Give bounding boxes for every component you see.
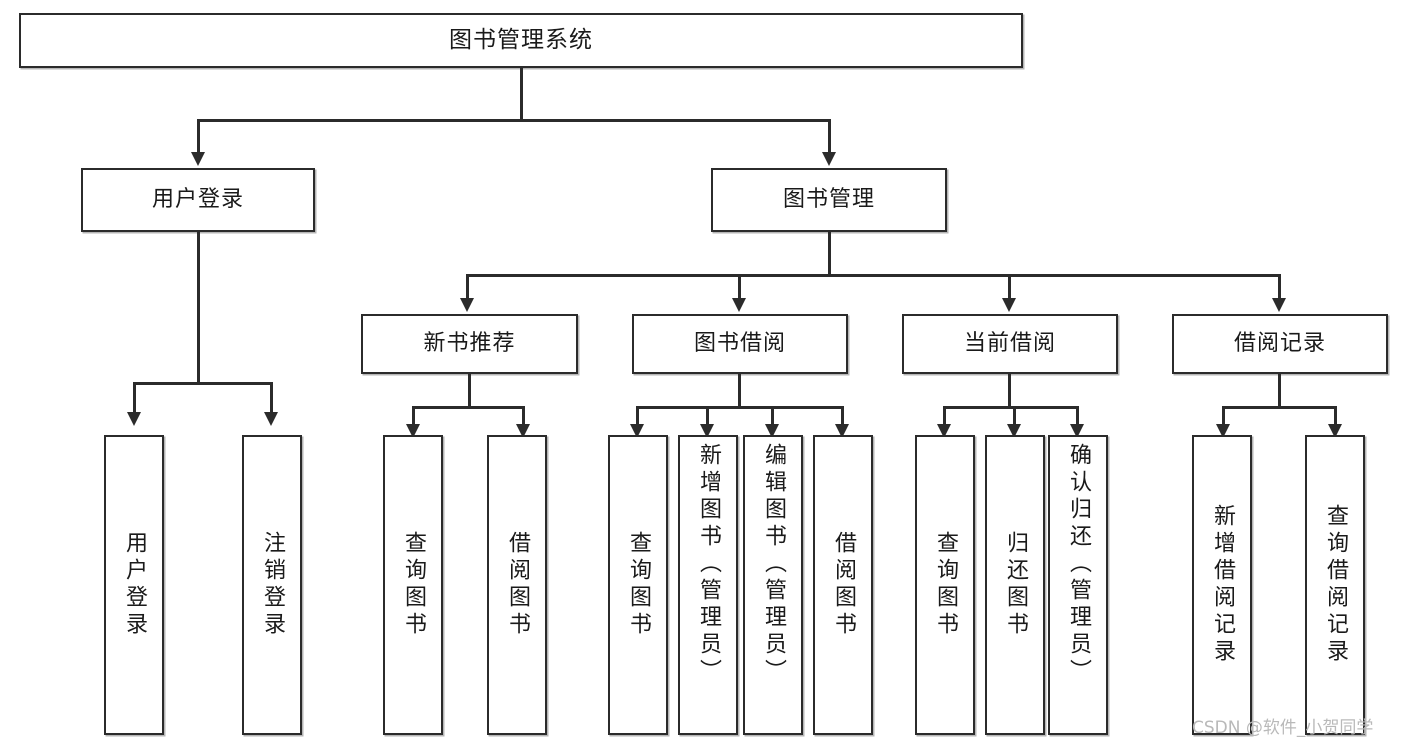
leaf-add-book[interactable]: 新增图书（管理员） bbox=[678, 435, 738, 735]
leaf-confirm-return[interactable]: 确认归还（管理员） bbox=[1048, 435, 1108, 735]
connector-cb-bus bbox=[943, 406, 1078, 409]
leaf-confirm-return-label: 确认归还（管理员） bbox=[1066, 443, 1091, 686]
arrowhead-to-leaf-borrow-book-2 bbox=[835, 424, 849, 438]
connector-bb-drop-3 bbox=[771, 406, 774, 428]
node-user-login[interactable]: 用户登录 bbox=[81, 168, 315, 232]
connector-nbr-bus bbox=[412, 406, 524, 409]
leaf-query-record-label: 查询借阅记录 bbox=[1323, 504, 1348, 666]
connector-nbr-drop-2 bbox=[522, 406, 525, 428]
node-new-book-recommend[interactable]: 新书推荐 bbox=[361, 314, 578, 374]
arrowhead-to-current-borrow bbox=[1002, 298, 1016, 312]
connector-bm-drop-4 bbox=[1278, 274, 1281, 300]
leaf-borrow-book-1-label: 借阅图书 bbox=[505, 531, 530, 639]
connector-br-stem bbox=[1278, 374, 1281, 406]
connector-bb-drop-4 bbox=[841, 406, 844, 428]
connector-bb-bus bbox=[636, 406, 844, 409]
connector-book-management-bus bbox=[466, 274, 1280, 277]
connector-br-drop-2 bbox=[1334, 406, 1337, 428]
connector-br-drop-1 bbox=[1222, 406, 1225, 428]
leaf-add-book-label: 新增图书（管理员） bbox=[696, 443, 721, 686]
node-user-login-label: 用户登录 bbox=[151, 187, 244, 213]
connector-root-bus bbox=[197, 119, 830, 122]
connector-user-login-drop-2 bbox=[270, 382, 273, 414]
arrowhead-to-leaf-query-book-1 bbox=[406, 424, 420, 438]
arrowhead-to-leaf-user-login bbox=[127, 412, 141, 426]
connector-br-bus bbox=[1222, 406, 1336, 409]
arrowhead-to-new-book-recommend bbox=[460, 298, 474, 312]
arrowhead-to-leaf-confirm-return bbox=[1070, 424, 1084, 438]
leaf-query-book-1[interactable]: 查询图书 bbox=[383, 435, 443, 735]
leaf-logout-login-label: 注销登录 bbox=[260, 531, 285, 639]
leaf-query-record[interactable]: 查询借阅记录 bbox=[1305, 435, 1365, 735]
leaf-user-login[interactable]: 用户登录 bbox=[104, 435, 164, 735]
csdn-watermark: CSDN @软件_小贺同学 bbox=[1192, 718, 1374, 738]
connector-bb-drop-1 bbox=[636, 406, 639, 428]
connector-cb-drop-1 bbox=[943, 406, 946, 428]
connector-bm-drop-1 bbox=[466, 274, 469, 300]
connector-cb-drop-2 bbox=[1013, 406, 1016, 428]
leaf-query-book-3[interactable]: 查询图书 bbox=[915, 435, 975, 735]
connector-root-drop-left bbox=[197, 119, 200, 154]
connector-bb-stem bbox=[738, 374, 741, 406]
node-borrow-record-label: 借阅记录 bbox=[1233, 331, 1326, 357]
arrowhead-to-leaf-logout-login bbox=[264, 412, 278, 426]
arrowhead-to-leaf-query-record bbox=[1328, 424, 1342, 438]
connector-root-drop-right bbox=[828, 119, 831, 154]
node-book-management-label: 图书管理 bbox=[782, 187, 875, 213]
node-book-borrow-label: 图书借阅 bbox=[693, 331, 786, 357]
connector-user-login-stem bbox=[197, 232, 200, 382]
connector-nbr-stem bbox=[468, 374, 471, 406]
connector-root-stem bbox=[520, 68, 523, 119]
connector-bm-drop-3 bbox=[1008, 274, 1011, 300]
leaf-add-record[interactable]: 新增借阅记录 bbox=[1192, 435, 1252, 735]
arrowhead-to-user-login bbox=[191, 152, 205, 166]
leaf-add-record-label: 新增借阅记录 bbox=[1210, 504, 1235, 666]
leaf-borrow-book-1[interactable]: 借阅图书 bbox=[487, 435, 547, 735]
node-current-borrow[interactable]: 当前借阅 bbox=[902, 314, 1118, 374]
arrowhead-to-book-management bbox=[822, 152, 836, 166]
leaf-borrow-book-2-label: 借阅图书 bbox=[831, 531, 856, 639]
connector-user-login-drop-1 bbox=[133, 382, 136, 414]
arrowhead-to-book-borrow bbox=[732, 298, 746, 312]
connector-bm-drop-2 bbox=[738, 274, 741, 300]
node-book-management[interactable]: 图书管理 bbox=[711, 168, 947, 232]
node-current-borrow-label: 当前借阅 bbox=[963, 331, 1056, 357]
arrowhead-to-leaf-return-book bbox=[1007, 424, 1021, 438]
node-new-book-recommend-label: 新书推荐 bbox=[423, 331, 516, 357]
leaf-return-book[interactable]: 归还图书 bbox=[985, 435, 1045, 735]
node-root-system-label: 图书管理系统 bbox=[449, 27, 593, 54]
node-root-system[interactable]: 图书管理系统 bbox=[19, 13, 1023, 68]
connector-user-login-bus bbox=[133, 382, 272, 385]
arrowhead-to-leaf-edit-book bbox=[765, 424, 779, 438]
connector-nbr-drop-1 bbox=[412, 406, 415, 428]
leaf-edit-book[interactable]: 编辑图书（管理员） bbox=[743, 435, 803, 735]
leaf-query-book-1-label: 查询图书 bbox=[401, 531, 426, 639]
arrowhead-to-leaf-add-book bbox=[700, 424, 714, 438]
arrowhead-to-leaf-add-record bbox=[1216, 424, 1230, 438]
node-book-borrow[interactable]: 图书借阅 bbox=[632, 314, 848, 374]
leaf-borrow-book-2[interactable]: 借阅图书 bbox=[813, 435, 873, 735]
connector-bb-drop-2 bbox=[706, 406, 709, 428]
leaf-user-login-label: 用户登录 bbox=[122, 531, 147, 639]
leaf-logout-login[interactable]: 注销登录 bbox=[242, 435, 302, 735]
connector-book-management-stem bbox=[828, 232, 831, 274]
leaf-query-book-3-label: 查询图书 bbox=[933, 531, 958, 639]
connector-cb-drop-3 bbox=[1076, 406, 1079, 428]
leaf-query-book-2-label: 查询图书 bbox=[626, 531, 651, 639]
connector-cb-stem bbox=[1008, 374, 1011, 406]
node-borrow-record[interactable]: 借阅记录 bbox=[1172, 314, 1388, 374]
leaf-return-book-label: 归还图书 bbox=[1003, 531, 1028, 639]
leaf-query-book-2[interactable]: 查询图书 bbox=[608, 435, 668, 735]
arrowhead-to-borrow-record bbox=[1272, 298, 1286, 312]
arrowhead-to-leaf-query-book-3 bbox=[937, 424, 951, 438]
arrowhead-to-leaf-borrow-book-1 bbox=[516, 424, 530, 438]
leaf-edit-book-label: 编辑图书（管理员） bbox=[761, 443, 786, 686]
arrowhead-to-leaf-query-book-2 bbox=[630, 424, 644, 438]
